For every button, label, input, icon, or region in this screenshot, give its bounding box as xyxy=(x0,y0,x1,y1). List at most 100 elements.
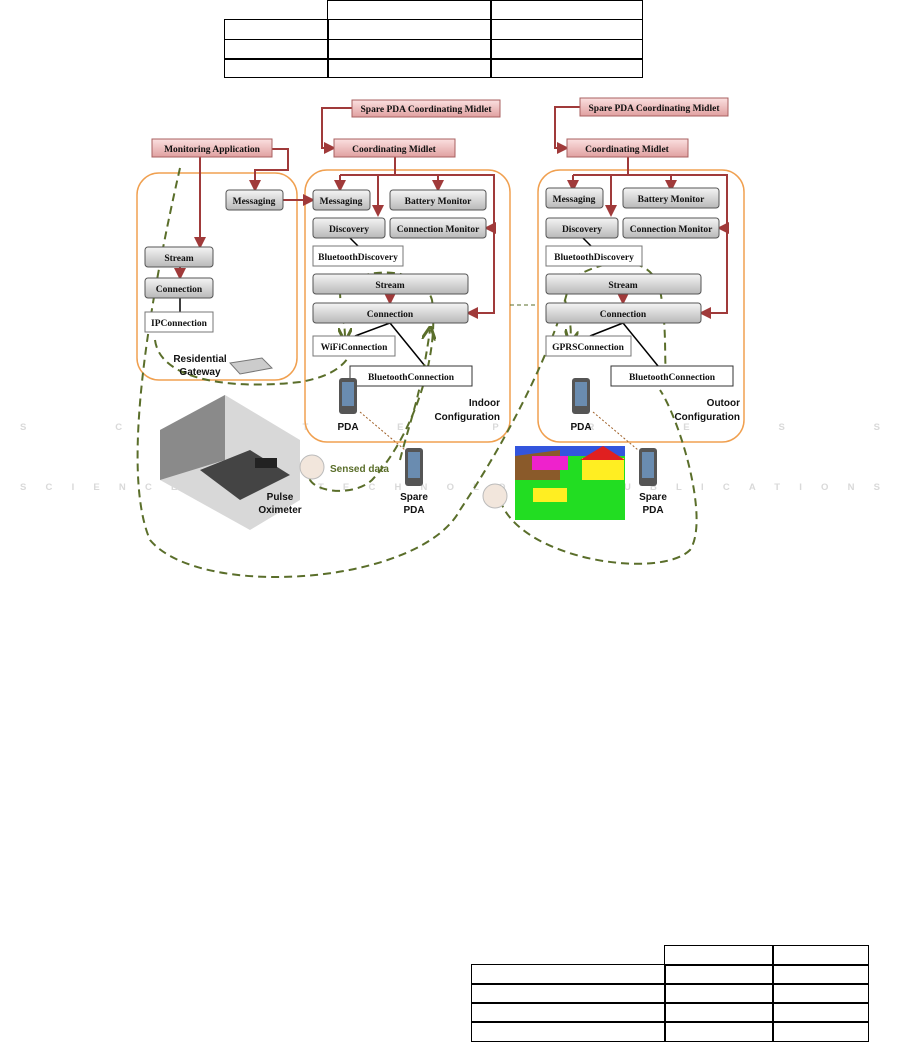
spare-pda-outdoor-label: Spare xyxy=(639,492,667,503)
spare-pda-indoor-icon xyxy=(405,448,423,486)
gprs-connection-box: GPRSConnection xyxy=(545,335,632,357)
pulse-oximeter-label-2: Oximeter xyxy=(258,505,301,516)
indoor-connection-box: Connection xyxy=(312,302,469,324)
svg-text:BluetoothDiscovery: BluetoothDiscovery xyxy=(318,253,398,263)
outdoor-label: Outoor xyxy=(707,398,740,409)
svg-text:Connection: Connection xyxy=(600,310,647,320)
svg-text:Battery Monitor: Battery Monitor xyxy=(638,195,706,205)
outdoor-bluetooth-connection-box: BluetoothConnection xyxy=(610,365,734,387)
svg-text:Spare PDA Coordinating Midlet: Spare PDA Coordinating Midlet xyxy=(589,104,721,114)
table-cell xyxy=(471,964,666,985)
table-cell xyxy=(664,945,774,966)
sensed-data-label: Sensed data xyxy=(330,464,389,475)
table-cell xyxy=(664,1002,774,1023)
svg-text:Spare PDA Coordinating Midlet: Spare PDA Coordinating Midlet xyxy=(361,105,493,115)
coordinating-midlet-indoor-box: Coordinating Midlet xyxy=(333,138,456,158)
indoor-label-2: Configuration xyxy=(434,412,500,423)
svg-text:Monitoring Application: Monitoring Application xyxy=(164,145,261,155)
table-cell xyxy=(664,983,774,1004)
living-room-illustration xyxy=(160,395,300,530)
indoor-bluetooth-connection-box: BluetoothConnection xyxy=(349,365,473,387)
outdoor-battery-monitor-box: Battery Monitor xyxy=(622,187,720,209)
spare-pda-indoor-label-2: PDA xyxy=(403,505,424,516)
table-cell xyxy=(224,58,329,78)
hand-sensor-icon xyxy=(299,454,325,480)
table-cell xyxy=(224,39,329,60)
residential-gateway-label-2: Gateway xyxy=(179,367,221,378)
table-cell xyxy=(772,1021,869,1042)
ip-connection-box: IPConnection xyxy=(144,311,214,333)
table-cell xyxy=(490,39,643,60)
svg-text:BluetoothConnection: BluetoothConnection xyxy=(629,373,716,383)
hand-sensor-outdoor-icon xyxy=(482,483,508,509)
table-cell xyxy=(327,39,492,60)
indoor-battery-monitor-box: Battery Monitor xyxy=(389,189,487,211)
pda-indoor-label: PDA xyxy=(337,422,358,433)
svg-text:Messaging: Messaging xyxy=(553,195,596,205)
svg-text:Discovery: Discovery xyxy=(562,225,602,235)
spare-pda-midlet-outdoor-box: Spare PDA Coordinating Midlet xyxy=(579,97,729,117)
pda-outdoor-label: PDA xyxy=(570,422,591,433)
svg-text:Discovery: Discovery xyxy=(329,225,369,235)
spare-pda-outdoor-icon xyxy=(639,448,657,486)
indoor-bluetooth-discovery-box: BluetoothDiscovery xyxy=(312,245,404,267)
table-cell xyxy=(490,58,643,78)
outdoor-label-2: Configuration xyxy=(674,412,740,423)
table-cell xyxy=(664,964,774,985)
outdoor-connection-box: Connection xyxy=(545,302,702,324)
residential-gateway-container xyxy=(136,172,298,381)
svg-text:BluetoothConnection: BluetoothConnection xyxy=(368,373,455,383)
monitoring-application-box: Monitoring Application xyxy=(151,138,273,158)
svg-text:Stream: Stream xyxy=(375,281,404,291)
svg-text:WiFiConnection: WiFiConnection xyxy=(321,343,389,353)
residential-gateway-label: Residential xyxy=(173,354,227,365)
svg-text:Stream: Stream xyxy=(164,254,193,264)
architecture-diagram: SCITEPRESS SCIENCE AND TECHNOLOGY PUBLIC… xyxy=(20,97,880,578)
indoor-messaging-box: Messaging xyxy=(312,189,371,211)
indoor-connection-monitor-box: Connection Monitor xyxy=(389,217,487,239)
indoor-stream-box: Stream xyxy=(312,273,469,295)
svg-text:Connection: Connection xyxy=(367,310,414,320)
outdoor-messaging-box: Messaging xyxy=(545,187,604,209)
svg-text:Stream: Stream xyxy=(608,281,637,291)
table-cell xyxy=(327,58,492,78)
spare-pda-outdoor-label-2: PDA xyxy=(642,505,663,516)
svg-text:Connection: Connection xyxy=(156,285,203,295)
outdoor-bluetooth-discovery-box: BluetoothDiscovery xyxy=(545,245,643,267)
pda-indoor-icon xyxy=(339,378,357,414)
table-cell xyxy=(772,964,869,985)
outdoor-discovery-box: Discovery xyxy=(545,217,619,239)
table-cell xyxy=(772,983,869,1004)
outdoor-connection-monitor-box: Connection Monitor xyxy=(622,217,720,239)
gateway-stream-box: Stream xyxy=(144,246,214,268)
gateway-messaging-box: Messaging xyxy=(225,189,284,211)
outdoor-stream-box: Stream xyxy=(545,273,702,295)
gateway-device-icon xyxy=(229,357,274,375)
svg-text:Coordinating Midlet: Coordinating Midlet xyxy=(585,145,669,155)
gateway-connection-box: Connection xyxy=(144,277,214,299)
table-cell xyxy=(772,945,869,966)
indoor-config-container xyxy=(304,169,511,443)
watermark-text: SCITEPRESS xyxy=(20,422,880,433)
wifi-connection-box: WiFiConnection xyxy=(312,335,396,357)
spare-pda-indoor-label: Spare xyxy=(400,492,428,503)
pda-outdoor-icon xyxy=(572,378,590,414)
table-cell xyxy=(471,1002,666,1023)
table-cell xyxy=(664,1021,774,1042)
spare-pda-midlet-indoor-box: Spare PDA Coordinating Midlet xyxy=(351,99,501,118)
outdoor-config-container xyxy=(537,169,745,443)
svg-text:Messaging: Messaging xyxy=(233,197,276,207)
svg-text:Messaging: Messaging xyxy=(320,197,363,207)
market-scene-illustration xyxy=(515,446,625,520)
table-cell xyxy=(471,983,666,1004)
coordinating-midlet-outdoor-box: Coordinating Midlet xyxy=(566,138,689,158)
indoor-label: Indoor xyxy=(469,398,500,409)
svg-text:Coordinating Midlet: Coordinating Midlet xyxy=(352,145,436,155)
table-cell xyxy=(772,1002,869,1023)
indoor-discovery-box: Discovery xyxy=(312,217,386,239)
svg-text:Connection Monitor: Connection Monitor xyxy=(630,225,713,235)
svg-text:Battery Monitor: Battery Monitor xyxy=(405,197,473,207)
pulse-oximeter-label: Pulse xyxy=(267,492,294,503)
svg-text:GPRSConnection: GPRSConnection xyxy=(552,343,625,353)
